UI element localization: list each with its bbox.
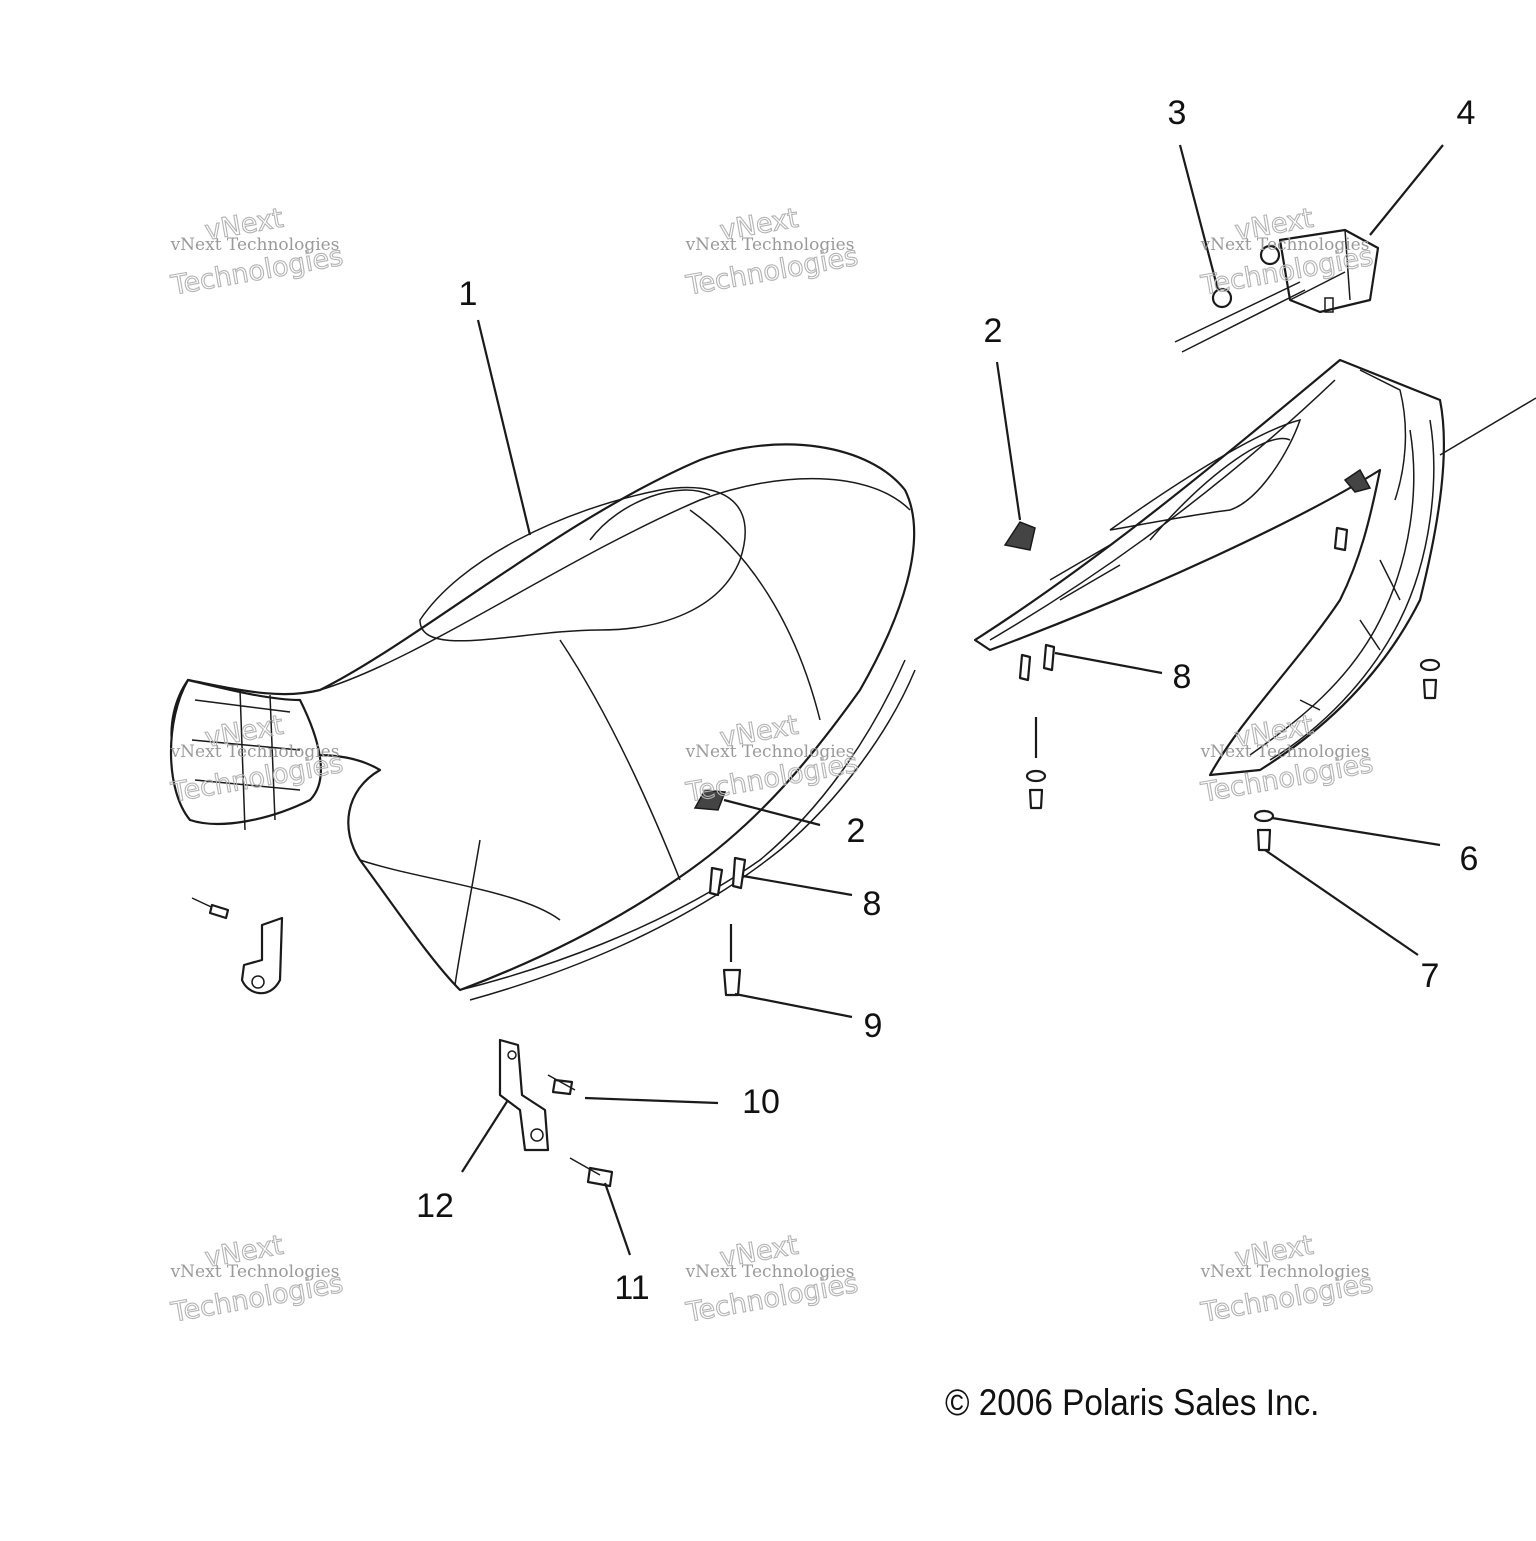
leader-lines — [461, 144, 1444, 1256]
front-bracket — [191, 897, 284, 995]
callout-8-seat: 8 — [863, 885, 882, 923]
seat-hardware — [708, 856, 747, 997]
callout-9: 9 — [864, 1007, 883, 1045]
callout-6: 6 — [1460, 840, 1479, 878]
pad-part-4 — [1174, 228, 1380, 353]
watermark-4-line2: vNext Technologies — [170, 742, 340, 762]
callout-12: 12 — [416, 1187, 454, 1225]
watermark-1: vNext vNext Technologies Technologies — [168, 202, 346, 302]
watermark-5-line2: vNext Technologies — [685, 742, 855, 762]
bracket-part-12 — [498, 1038, 614, 1188]
callout-11: 11 — [614, 1269, 649, 1307]
watermark-2: vNext vNext Technologies Technologies — [683, 202, 861, 302]
callout-2-rail: 2 — [984, 312, 1003, 350]
watermark-9: vNext vNext Technologies Technologies — [1198, 1229, 1376, 1329]
watermark-9-line2: vNext Technologies — [1200, 1262, 1370, 1282]
watermark-1-line2: vNext Technologies — [170, 235, 340, 255]
rear-grab-rail — [973, 358, 1536, 777]
watermark-5: vNext vNext Technologies Technologies — [683, 709, 861, 809]
copyright-notice: © 2006 Polaris Sales Inc. — [945, 1382, 1320, 1423]
callout-4: 4 — [1457, 94, 1476, 132]
watermark-4: vNext vNext Technologies Technologies — [168, 709, 346, 809]
watermark-2-line2: vNext Technologies — [685, 235, 855, 255]
rail-hardware — [1018, 526, 1441, 852]
seat-part-1 — [169, 443, 916, 1001]
watermark-8-line2: vNext Technologies — [685, 1262, 855, 1282]
callout-1: 1 — [459, 275, 478, 313]
watermark-3-line2: vNext Technologies — [1200, 235, 1370, 255]
callout-labels: 1 2 2 3 4 6 7 8 8 9 10 11 12 — [416, 94, 1478, 1307]
watermark-6: vNext vNext Technologies Technologies — [1198, 709, 1376, 809]
watermark-6-line2: vNext Technologies — [1200, 742, 1370, 762]
callout-8-rail: 8 — [1173, 658, 1192, 696]
watermark-7-line2: vNext Technologies — [170, 1262, 340, 1282]
watermark-8: vNext vNext Technologies Technologies — [683, 1229, 861, 1329]
callout-7: 7 — [1421, 957, 1440, 995]
callout-2-seat: 2 — [847, 812, 866, 850]
callout-10: 10 — [742, 1083, 780, 1121]
watermark-7: vNext vNext Technologies Technologies — [168, 1229, 346, 1329]
callout-3: 3 — [1168, 94, 1187, 132]
